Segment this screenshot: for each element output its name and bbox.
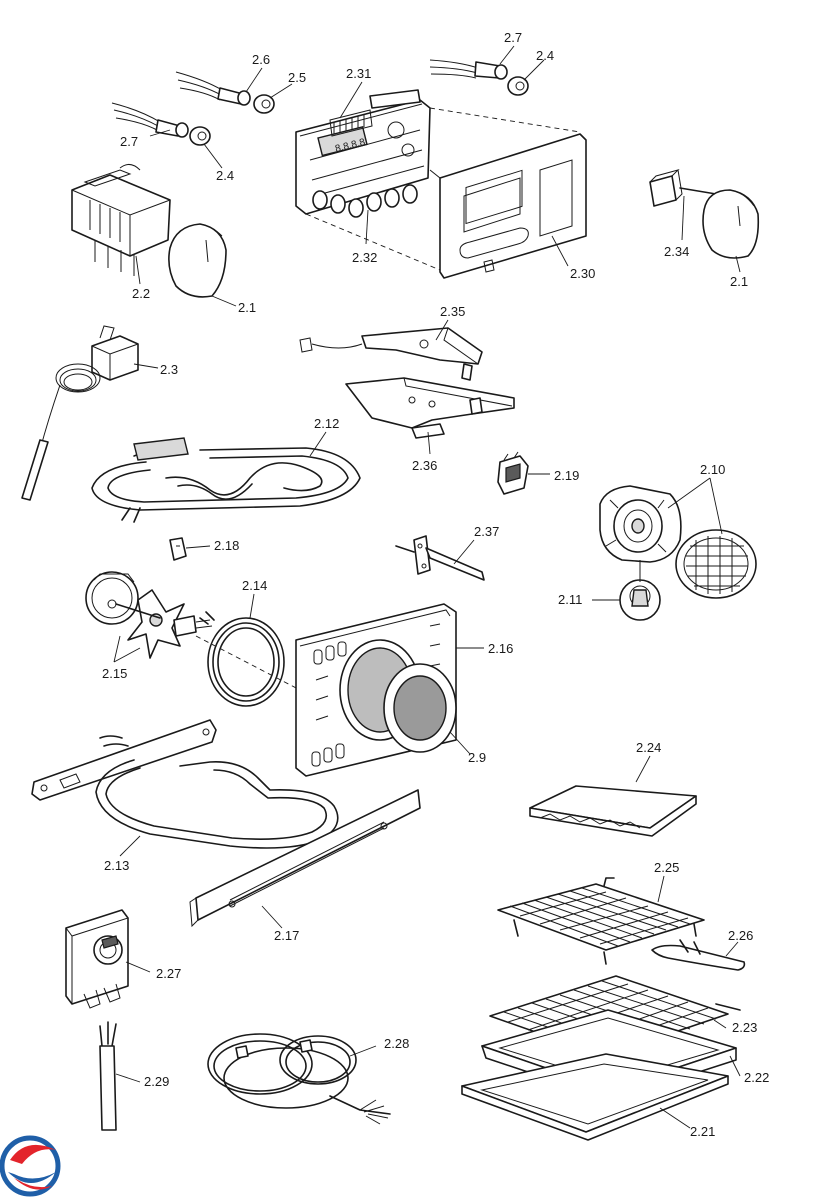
circular-element-2-14[interactable] xyxy=(195,611,301,707)
brand-logo xyxy=(0,1135,61,1197)
label-2-10: 2.10 xyxy=(700,462,725,477)
grill-element-2-12[interactable] xyxy=(91,437,361,523)
lamp-base-2-11[interactable] xyxy=(619,560,661,621)
label-2-4-right: 2.4 xyxy=(536,48,554,63)
label-2-35: 2.35 xyxy=(440,304,465,319)
label-2-14: 2.14 xyxy=(242,578,267,593)
control-knob-2-1-right[interactable] xyxy=(702,189,760,259)
baking-tray-2-24[interactable] xyxy=(529,785,697,837)
wiring-harness-2-28[interactable] xyxy=(207,1033,391,1125)
label-2-5: 2.5 xyxy=(288,70,306,85)
lamp-holder-2-7-left[interactable] xyxy=(111,102,189,138)
label-2-34: 2.34 xyxy=(664,244,689,259)
label-2-36: 2.36 xyxy=(412,458,437,473)
lamp-cap-2-5[interactable] xyxy=(253,94,275,114)
temperature-sensor-2-37[interactable] xyxy=(395,535,485,581)
label-2-32: 2.32 xyxy=(352,250,377,265)
label-2-1-right: 2.1 xyxy=(730,274,748,289)
label-2-6: 2.6 xyxy=(252,52,270,67)
selector-switch-2-2[interactable] xyxy=(71,164,171,276)
lamp-cap-2-4-left[interactable] xyxy=(189,126,211,146)
oven-back-panel-2-16[interactable] xyxy=(295,603,457,777)
label-2-19: 2.19 xyxy=(554,468,579,483)
label-2-28: 2.28 xyxy=(384,1036,409,1051)
drip-tray-2-21[interactable] xyxy=(461,1053,729,1141)
label-2-4-left: 2.4 xyxy=(216,168,234,183)
label-2-23: 2.23 xyxy=(732,1020,757,1035)
switch-2-34[interactable] xyxy=(649,169,717,207)
lower-element-2-13[interactable] xyxy=(31,719,339,849)
push-buttons-2-32[interactable] xyxy=(312,184,418,218)
channel-strip-2-17[interactable] xyxy=(189,789,421,928)
wire-shelf-2-25[interactable] xyxy=(497,877,705,965)
door-switch-2-27[interactable] xyxy=(65,909,129,1009)
lamp-holder-2-7-right[interactable] xyxy=(429,59,508,80)
label-2-18: 2.18 xyxy=(214,538,239,553)
door-lock-2-35[interactable] xyxy=(299,327,483,381)
lamp-assembly-2-10[interactable] xyxy=(599,485,757,599)
fan-motor-2-15[interactable] xyxy=(85,571,213,659)
part-labels: 2.6 2.5 2.7 2.4 2.31 2.7 2.4 2.2 2.1 2.3… xyxy=(102,30,769,1139)
label-2-2: 2.2 xyxy=(132,286,150,301)
control-knob-2-1-left[interactable] xyxy=(168,223,227,298)
lamp-holder-2-6[interactable] xyxy=(175,71,251,106)
label-2-17: 2.17 xyxy=(274,928,299,943)
clip-2-18[interactable] xyxy=(169,537,187,561)
label-2-1-left: 2.1 xyxy=(238,300,256,315)
label-2-11: 2.11 xyxy=(558,592,582,607)
label-2-31: 2.31 xyxy=(346,66,371,81)
lock-bracket-2-36[interactable] xyxy=(345,377,515,439)
label-2-37: 2.37 xyxy=(474,524,499,539)
label-2-7-right: 2.7 xyxy=(504,30,522,45)
lamp-cap-2-4-right[interactable] xyxy=(507,76,529,96)
label-2-22: 2.22 xyxy=(744,1070,769,1085)
mains-cable-2-29[interactable] xyxy=(99,1021,117,1131)
control-panel-bracket-2-30[interactable] xyxy=(305,107,587,279)
label-2-15: 2.15 xyxy=(102,666,127,681)
label-2-3: 2.3 xyxy=(160,362,178,377)
label-2-21: 2.21 xyxy=(690,1124,715,1139)
label-2-27: 2.27 xyxy=(156,966,181,981)
clip-2-19[interactable] xyxy=(497,451,529,495)
label-2-12: 2.12 xyxy=(314,416,339,431)
label-2-9: 2.9 xyxy=(468,750,486,765)
label-2-13: 2.13 xyxy=(104,858,129,873)
label-2-30: 2.30 xyxy=(570,266,595,281)
thermostat-2-3[interactable] xyxy=(21,325,139,501)
leader-lines xyxy=(113,45,741,1129)
label-2-16: 2.16 xyxy=(488,641,513,656)
label-2-29: 2.29 xyxy=(144,1074,169,1089)
label-2-7-left: 2.7 xyxy=(120,134,138,149)
label-2-26: 2.26 xyxy=(728,928,753,943)
control-pcb-2-31[interactable]: 8.8.8.8 xyxy=(295,89,431,215)
label-2-24: 2.24 xyxy=(636,740,661,755)
label-2-25: 2.25 xyxy=(654,860,679,875)
shelf-clip-2-26[interactable] xyxy=(651,939,746,971)
